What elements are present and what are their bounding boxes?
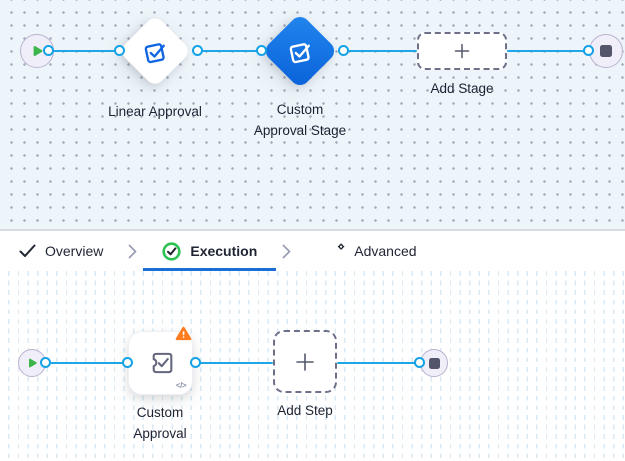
edge-linear-to-custom-stage (198, 50, 262, 52)
port-start-out[interactable] (43, 45, 54, 56)
plus-icon (452, 41, 472, 61)
stop-icon (428, 357, 440, 369)
port-end-in[interactable] (583, 45, 594, 56)
edge-start-to-linear-approval (49, 50, 120, 52)
add-step-button[interactable] (273, 330, 337, 393)
page-gear-icon (328, 242, 345, 260)
edge-add-to-end (337, 362, 420, 364)
port-custom-stage-out[interactable] (338, 45, 349, 56)
check-icon (19, 244, 36, 258)
chevron-right-icon (122, 231, 143, 271)
add-stage-label: Add Stage (430, 81, 494, 96)
port-end-in[interactable] (414, 357, 425, 368)
port-custom-approval-out[interactable] (190, 357, 201, 368)
step-label-custom-approval: Custom Approval (133, 405, 187, 441)
edge-custom-stage-to-add (344, 50, 417, 52)
chevron-right-icon (276, 231, 297, 271)
approval-stage-icon (140, 36, 170, 66)
plus-icon (293, 350, 317, 374)
edge-custom-approval-to-add (196, 362, 273, 364)
port-custom-approval-in[interactable] (122, 357, 133, 368)
warning-icon[interactable] (175, 326, 192, 346)
port-linear-approval-in[interactable] (114, 45, 125, 56)
play-icon (25, 356, 39, 370)
port-linear-approval-out[interactable] (192, 45, 203, 56)
add-stage-button[interactable] (417, 32, 507, 70)
check-circle-icon (162, 241, 181, 261)
approval-stage-icon (285, 36, 315, 66)
port-custom-stage-in[interactable] (256, 45, 267, 56)
step-start-node[interactable] (18, 349, 46, 377)
port-start-out[interactable] (40, 357, 51, 368)
approval-step-icon (144, 348, 178, 378)
edge-start-to-custom-approval (46, 362, 128, 364)
stage-graph-canvas[interactable]: Linear Approval Custom Approval Stage Ad… (0, 0, 625, 230)
edge-add-to-end (507, 50, 589, 52)
execution-step-canvas[interactable]: </> Custom Approval Add Step (0, 271, 625, 461)
tab-overview-label: Overview (45, 243, 104, 259)
active-tab-underline (143, 268, 277, 271)
tab-overview[interactable]: Overview (0, 231, 122, 271)
add-step-label: Add Step (277, 403, 333, 418)
tab-execution-label: Execution (190, 243, 258, 259)
tab-execution[interactable]: Execution (143, 231, 277, 271)
stage-end-node[interactable] (589, 34, 623, 68)
stage-label-custom-approval-stage: Custom Approval Stage (253, 102, 347, 138)
stage-node-custom-approval-stage[interactable] (261, 12, 339, 90)
stage-label-linear-approval: Linear Approval (108, 104, 202, 119)
stop-icon (600, 45, 612, 57)
step-node-custom-approval[interactable]: </> (128, 331, 193, 395)
pipeline-section-tabs: Overview Execution (0, 230, 625, 271)
stage-node-linear-approval[interactable] (118, 14, 192, 88)
tab-advanced-label: Advanced (354, 243, 417, 259)
tab-advanced[interactable]: Advanced (309, 231, 435, 271)
play-icon (29, 43, 45, 59)
code-icon: </> (175, 381, 187, 390)
